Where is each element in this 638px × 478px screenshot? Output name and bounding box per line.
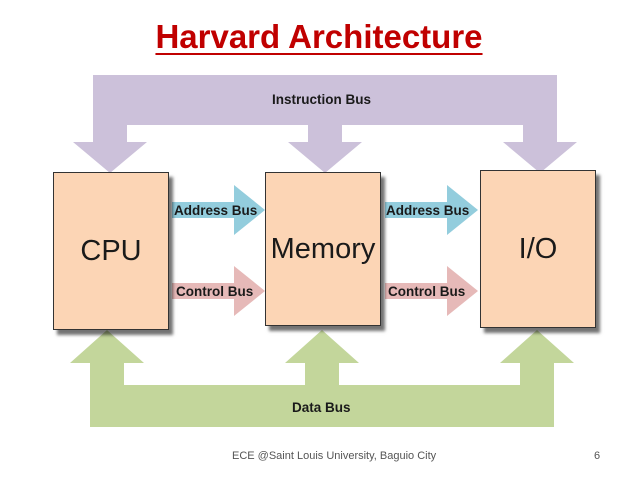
cpu-label: CPU (80, 234, 142, 267)
address-bus-arrow-cpu-memory (172, 185, 265, 235)
control-bus-label-right: Control Bus (388, 284, 466, 299)
address-bus-arrow-memory-io (385, 185, 478, 235)
instruction-bus-arrow (73, 75, 577, 173)
address-bus-label-right: Address Bus (386, 203, 470, 218)
control-bus-arrow-memory-io (385, 266, 478, 316)
control-bus-label-left: Control Bus (176, 284, 254, 299)
io-block: I/O (480, 170, 596, 328)
address-bus-label-left: Address Bus (174, 203, 258, 218)
instruction-bus-label: Instruction Bus (272, 92, 372, 107)
slide-title: Harvard Architecture (155, 18, 483, 55)
io-label: I/O (518, 232, 558, 265)
memory-label: Memory (270, 232, 376, 265)
footer-page-number: 6 (594, 450, 601, 462)
control-bus-arrow-cpu-memory (172, 266, 265, 316)
data-bus-arrow (70, 330, 574, 427)
cpu-block: CPU (53, 172, 169, 330)
data-bus-label: Data Bus (292, 400, 351, 415)
memory-block: Memory (265, 172, 381, 326)
footer-source: ECE @Saint Louis University, Baguio City (232, 450, 437, 462)
